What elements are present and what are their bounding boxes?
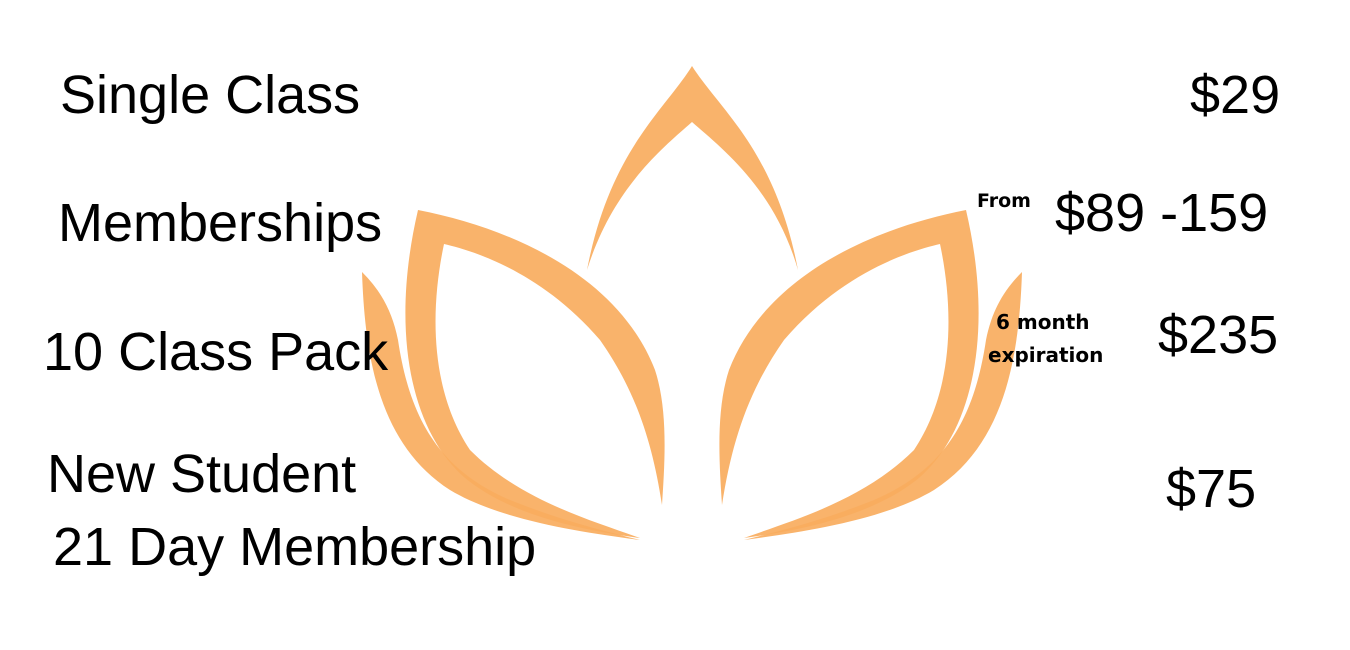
single-class-label: Single Class (60, 65, 361, 125)
lotus-right-petal (719, 210, 979, 538)
single-class-price: $29 (1190, 65, 1281, 125)
new-student-label-line1: New Student (47, 444, 357, 504)
class-pack-label: 10 Class Pack (43, 322, 389, 382)
class-pack-note-line2: expiration (988, 343, 1104, 367)
lotus-left-outer-petal (362, 272, 640, 540)
new-student-price: $75 (1166, 459, 1257, 519)
memberships-price: $89 -159 (1055, 183, 1269, 243)
class-pack-price: $235 (1158, 305, 1279, 365)
lotus-right-outer-petal (744, 272, 1022, 540)
memberships-from-label: From (977, 190, 1031, 212)
lotus-left-petal (405, 210, 665, 538)
memberships-label: Memberships (58, 193, 383, 253)
new-student-label-line2: 21 Day Membership (53, 517, 537, 577)
lotus-top-petal (587, 66, 798, 270)
class-pack-note-line1: 6 month (996, 310, 1090, 334)
